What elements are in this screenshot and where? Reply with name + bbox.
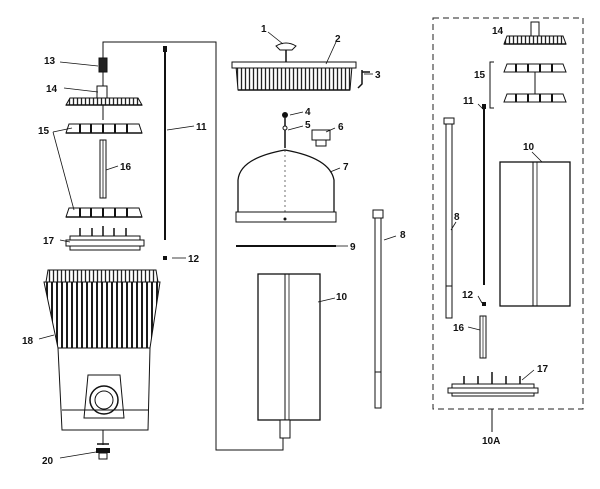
callout-8-middle: 8 (400, 230, 406, 241)
assembly-10a-label: 10A (482, 436, 500, 447)
callout-20: 20 (42, 456, 54, 467)
callout-15-right: 15 (474, 70, 486, 81)
callout-13: 13 (44, 56, 56, 67)
callout-17-right: 17 (537, 364, 549, 375)
callout-14-left: 14 (46, 84, 58, 95)
callout-10-right: 10 (523, 142, 535, 153)
part-4-nut (282, 112, 288, 118)
callout-14-right: 14 (492, 26, 504, 37)
part-3-clip (357, 70, 370, 89)
part-16-tube-right (479, 315, 487, 359)
callout-1: 1 (261, 24, 267, 35)
part-6-pressure-gauge (311, 129, 331, 147)
part-11-rod-right (482, 104, 486, 285)
part-15-bracket-right (489, 61, 494, 109)
callout-8-right: 8 (454, 212, 460, 223)
part-8-standpipe-mid (372, 209, 384, 409)
callout-6: 6 (338, 122, 344, 133)
part-14-manifold-right (503, 21, 567, 45)
part-13-cap (98, 57, 108, 73)
callout-16-right: 16 (453, 323, 465, 334)
part-11-rod-left (163, 46, 167, 240)
callout-11-left: 11 (196, 122, 207, 133)
callout-16-left: 16 (120, 162, 132, 173)
part-15-lateral-ring-lower (65, 207, 143, 218)
part-14-manifold (65, 85, 143, 106)
callout-9: 9 (350, 242, 356, 253)
leader-lines (38, 31, 543, 459)
callout-15-left: 15 (38, 126, 50, 137)
part-18-tank-body (43, 269, 161, 431)
callout-5: 5 (305, 120, 311, 131)
assembly-10a-box (432, 17, 584, 410)
part-7-dome (235, 149, 337, 223)
callout-2: 2 (335, 34, 341, 45)
callout-12-left: 12 (188, 254, 200, 265)
part-10-cartridge-right (499, 161, 571, 307)
callout-18: 18 (22, 336, 34, 347)
part-5-retainer (282, 118, 288, 148)
callout-3: 3 (375, 70, 381, 81)
part-17-base-hub (65, 226, 145, 251)
part-2-lid (231, 61, 357, 91)
part-12-nut-left (163, 256, 167, 260)
part-8-standpipe-right (443, 117, 455, 319)
callout-4: 4 (305, 107, 311, 118)
callout-labels: 1 2 3 4 5 6 7 8 8 9 10 10 11 11 12 12 13… (22, 24, 549, 467)
part-17-base-hub-right (447, 372, 539, 397)
part-20-drain-plug (96, 443, 110, 460)
callout-10-middle: 10 (336, 292, 348, 303)
callout-17-left: 17 (43, 236, 55, 247)
part-10-cartridge (257, 273, 321, 439)
callout-12-right: 12 (462, 290, 474, 301)
part-15-lateral-ring-upper (65, 123, 143, 134)
callout-7: 7 (343, 162, 349, 173)
part-12-nut-right (482, 302, 486, 306)
part-15-lateral-rings-right (503, 63, 567, 103)
callout-11-right: 11 (463, 96, 474, 107)
part-1-knob (275, 42, 297, 64)
